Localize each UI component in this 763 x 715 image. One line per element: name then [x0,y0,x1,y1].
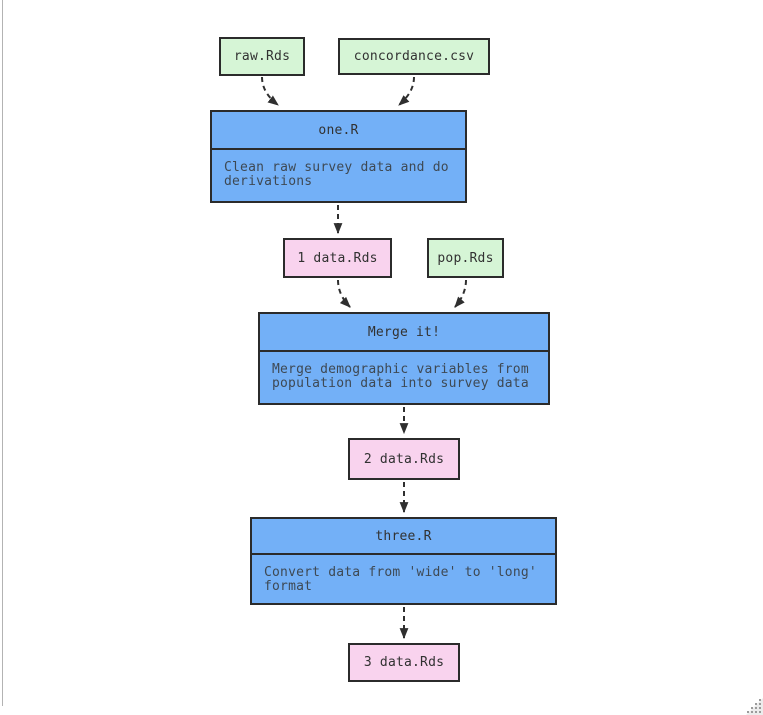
node-2-data-rds-label: 2 data.Rds [363,451,445,467]
node-three-r-description: Convert data from 'wide' to 'long' forma… [264,565,537,594]
node-pop-rds-label: pop.Rds [437,250,494,266]
node-three-r-title: three.R [252,519,555,555]
node-3-data-rds-label: 3 data.Rds [363,655,445,670]
node-one-r-title: one.R [212,112,465,150]
node-merge-it[interactable]: Merge it! Merge demographic variables fr… [258,312,550,405]
node-merge-it-title: Merge it! [260,314,548,352]
node-concordance-csv[interactable]: concordance.csv [338,38,490,75]
edge-pop-to-merge [454,279,467,308]
node-3-data-rds[interactable]: 3 data.Rds [348,643,460,682]
node-1-data-rds-label: 1 data.Rds [297,250,378,266]
node-one-r-description: Clean raw survey data and do derivations [224,160,449,189]
node-raw-rds[interactable]: raw.Rds [219,37,305,76]
resize-grip-background [746,698,763,715]
node-pop-rds[interactable]: pop.Rds [427,238,504,278]
edge-concordance-to-one [398,76,415,106]
pane-left-border [2,0,3,706]
edge-data1-to-merge [337,279,351,308]
node-one-r[interactable]: one.R Clean raw survey data and do deriv… [210,110,467,203]
resize-grip-dots [747,699,761,713]
node-merge-it-description: Merge demographic variables from populat… [272,362,529,391]
node-raw-rds-label: raw.Rds [233,49,291,64]
edge-raw-to-one [261,76,279,106]
resize-grip-icon[interactable] [746,698,763,715]
node-three-r[interactable]: three.R Convert data from 'wide' to 'lon… [250,517,557,605]
node-2-data-rds[interactable]: 2 data.Rds [348,438,460,480]
node-concordance-csv-label: concordance.csv [353,49,475,64]
node-1-data-rds[interactable]: 1 data.Rds [283,238,392,278]
